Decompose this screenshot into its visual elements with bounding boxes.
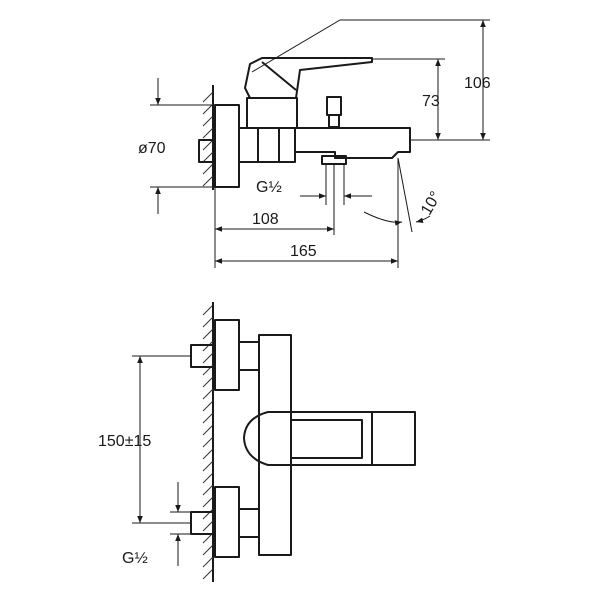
dim-height-lever: 73 <box>422 93 440 110</box>
connector-upper-front <box>238 341 260 371</box>
dim-height-total: 106 <box>464 75 491 92</box>
mixer-body-front <box>258 334 292 556</box>
flange-lower-front <box>214 486 240 558</box>
connector-lower-front <box>238 508 260 538</box>
mixer-body-side <box>238 127 296 163</box>
dim-thread-front: G½ <box>122 550 148 567</box>
flange-side <box>214 104 240 188</box>
front-view <box>190 302 416 582</box>
dimensions-front: 150±15 G½ <box>98 355 191 567</box>
dim-center-distance: 150±15 <box>98 433 151 450</box>
wall-hatch-front <box>202 302 214 582</box>
spout-side <box>295 127 411 159</box>
dim-total-depth: 165 <box>290 243 317 260</box>
lever-handle-side <box>244 57 373 99</box>
dim-spout-angle: 10° <box>418 189 445 218</box>
inlet-upper-front <box>190 344 216 368</box>
lever-handle-front <box>243 411 373 466</box>
flange-upper-front <box>214 319 240 391</box>
dim-spout-offset: 108 <box>252 211 279 228</box>
cartridge-housing-side <box>246 97 298 129</box>
diverter-knob-side <box>326 96 342 128</box>
wall-hatch-side <box>202 85 214 190</box>
dim-diameter: ø70 <box>138 140 166 157</box>
side-view <box>198 19 488 190</box>
aerator-side <box>321 155 347 165</box>
dim-thread-side: G½ <box>256 179 282 196</box>
